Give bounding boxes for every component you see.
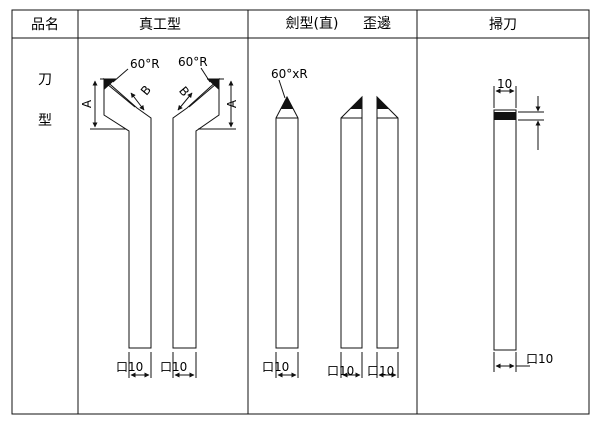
label-b-left: B bbox=[138, 83, 154, 98]
label-square-10-right: 口10 bbox=[160, 360, 187, 374]
label-b-right: B bbox=[176, 84, 192, 99]
label-a-left: A bbox=[80, 99, 94, 108]
sword-cutter bbox=[275, 79, 299, 378]
label-width-10: 10 bbox=[497, 77, 512, 91]
header-straight-cutter: 真工型 bbox=[139, 17, 181, 33]
row-label-type: 型 bbox=[38, 113, 52, 129]
label-square-10-left: 口10 bbox=[116, 360, 143, 374]
label-square-10-sweep: 口10 bbox=[526, 352, 553, 366]
header-sword-cutter: 劍型(直) bbox=[286, 15, 339, 32]
table-grid bbox=[11, 9, 590, 415]
row-label-blade: 刀 bbox=[38, 72, 52, 88]
label-square-10-offset-left: 口10 bbox=[327, 364, 354, 378]
offset-cutter-left bbox=[340, 95, 363, 378]
label-a-right: A bbox=[225, 99, 239, 108]
straight-cutter-left bbox=[90, 68, 152, 378]
label-angle-r-right: 60°R bbox=[178, 55, 208, 69]
label-angle-xr: 60°xR bbox=[271, 67, 308, 81]
header-product-name: 品名 bbox=[31, 17, 59, 33]
label-angle-r-left: 60°R bbox=[130, 57, 160, 71]
straight-cutter-right bbox=[172, 67, 236, 378]
header-sweep-cutter: 掃刀 bbox=[489, 16, 517, 33]
label-square-10-offset-right: 口10 bbox=[367, 364, 394, 378]
label-square-10-sword: 口10 bbox=[262, 360, 289, 374]
header-offset-cutter: 歪邊 bbox=[363, 16, 391, 32]
offset-cutter-right bbox=[376, 95, 399, 378]
sweep-cutter bbox=[493, 86, 544, 372]
